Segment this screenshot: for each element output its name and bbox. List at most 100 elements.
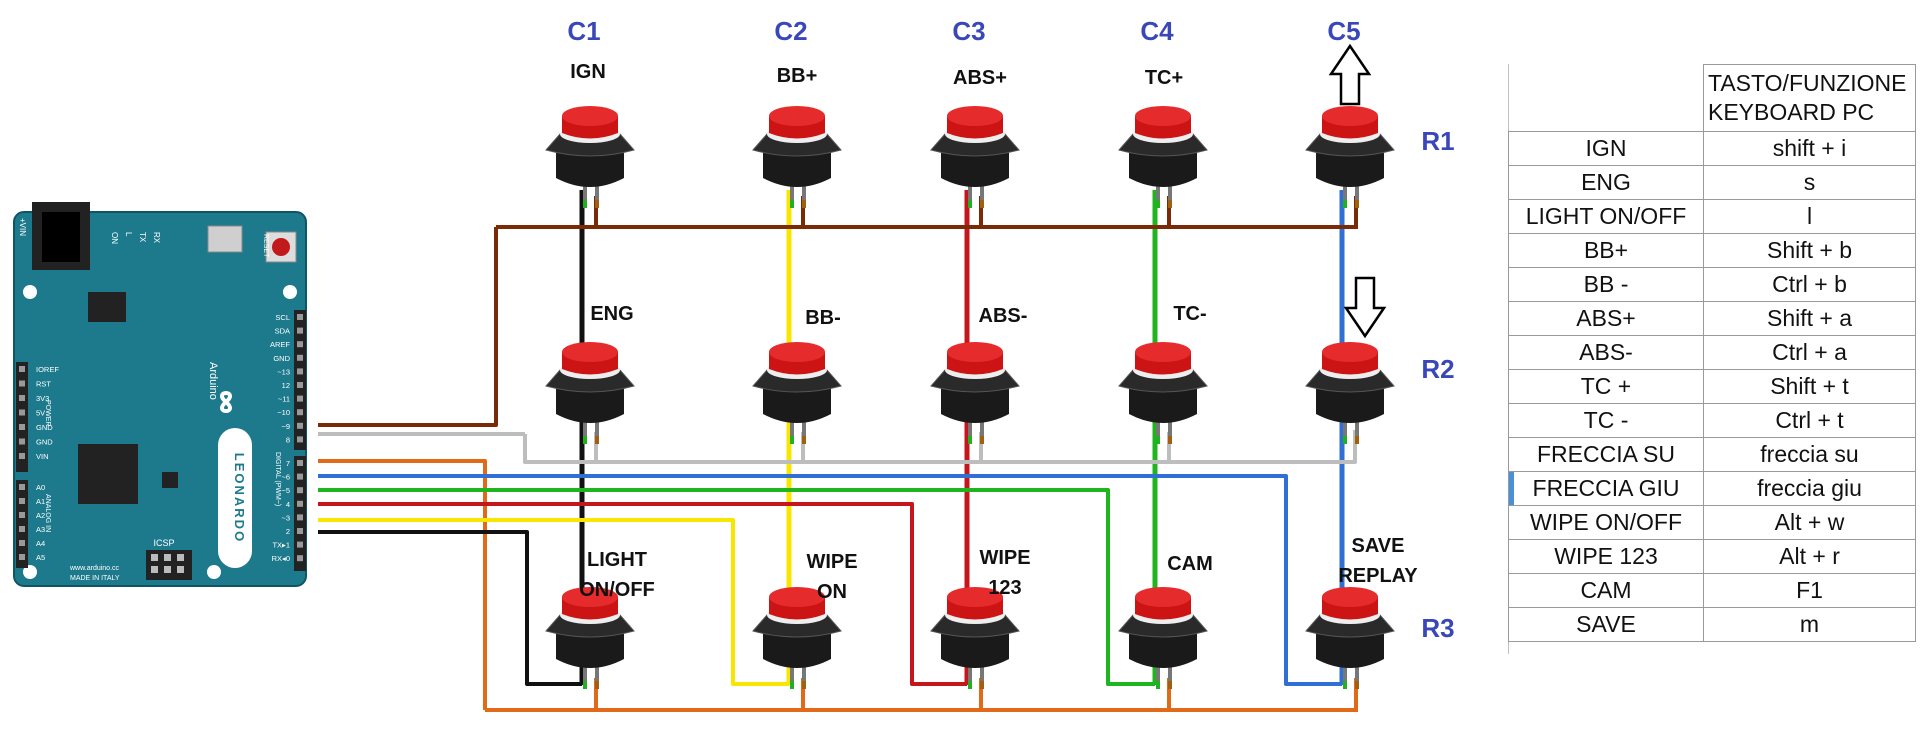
- led-label: ON: [110, 232, 119, 244]
- analog-label: ANALOG IN: [44, 494, 51, 532]
- column-lead-c3: [318, 502, 967, 686]
- button-leg-tip: [1156, 200, 1160, 208]
- button-leg: [802, 665, 806, 687]
- keyboard-shortcut-cell: s: [1703, 165, 1916, 200]
- button-leg: [980, 665, 984, 687]
- header-pin: [297, 368, 303, 375]
- function-name-cell: BB+: [1508, 233, 1704, 268]
- model-pill: [218, 428, 252, 568]
- button-label-abs-: ABS+: [953, 67, 1007, 89]
- header-pin: [19, 366, 25, 372]
- button-label-eng: ENG: [590, 303, 633, 325]
- button-label-cam: CAM: [1167, 553, 1213, 575]
- made-in-label: MADE IN ITALY: [70, 575, 120, 582]
- pin-label: ~9: [281, 422, 290, 431]
- button-leg-tip: [1355, 681, 1359, 689]
- function-name-cell: ABS-: [1508, 335, 1704, 370]
- header-pin: [297, 500, 303, 507]
- pin-label: A4: [36, 539, 45, 548]
- function-name-cell: LIGHT ON/OFF: [1508, 199, 1704, 234]
- button-label-line: WIPE: [806, 551, 857, 573]
- button-leg: [1343, 420, 1347, 442]
- pin-label: IOREF: [36, 365, 59, 374]
- button-leg: [1168, 420, 1172, 442]
- table-header-blank: [1508, 64, 1704, 132]
- keyboard-shortcut-cell: l: [1703, 199, 1916, 234]
- arduino-logo-icon: [219, 391, 233, 413]
- pin-label: ~13: [277, 367, 290, 376]
- button-label-line: WIPE: [979, 547, 1030, 569]
- keyboard-shortcut-cell: Shift + b: [1703, 233, 1916, 268]
- button-cap-top: [562, 587, 618, 607]
- reset-cap: [272, 238, 290, 256]
- function-name-cell: CAM: [1508, 573, 1704, 608]
- icsp-pin: [151, 554, 158, 561]
- row-wire-r1-lead: [318, 227, 498, 427]
- table-row: TC -Ctrl + t: [1508, 403, 1916, 438]
- header-pin: [297, 314, 303, 320]
- column-label-c3: C3: [952, 16, 985, 46]
- column-label-c2: C2: [774, 16, 807, 46]
- button-leg-tip: [802, 681, 806, 689]
- header-pin: [297, 473, 303, 480]
- button-leg: [968, 184, 972, 206]
- arduino-leonardo-board: SCLSDAAREFGND~1312~11~10~987~6~54~32TX▸1…: [13, 202, 307, 587]
- row-wire-r3-lead: [318, 459, 487, 710]
- button-label-line: REPLAY: [1338, 565, 1418, 587]
- push-button-r3-c5-save-replay: [1305, 587, 1395, 689]
- header-pin: [19, 540, 25, 546]
- push-button-r2-c4-tc-: [1118, 342, 1208, 444]
- column-label-c5: C5: [1327, 16, 1360, 46]
- button-leg-tip: [583, 436, 587, 444]
- button-cap-top: [1135, 106, 1191, 126]
- button-cap-top: [769, 587, 825, 607]
- power-label: POWER: [44, 400, 51, 426]
- push-button-r2-c5-blank: [1305, 342, 1395, 444]
- table-row: BB -Ctrl + b: [1508, 267, 1916, 302]
- pin-label: GND: [36, 423, 53, 432]
- icsp-pin: [164, 554, 171, 561]
- push-button-r2-c1-eng: [545, 342, 635, 444]
- button-body: [941, 386, 1009, 423]
- keyboard-shortcut-cell: shift + i: [1703, 131, 1916, 166]
- button-leg-tip: [595, 200, 599, 208]
- button-leg-tip: [1156, 436, 1160, 444]
- pin-label: ~11: [278, 395, 290, 404]
- button-cap-top: [1322, 342, 1378, 362]
- button-body: [556, 150, 624, 187]
- button-leg: [1168, 184, 1172, 206]
- button-label-line: BB+: [777, 65, 818, 87]
- mount-hole: [283, 285, 297, 299]
- header-pin: [297, 528, 303, 534]
- button-leg-tip: [1355, 200, 1359, 208]
- function-name-cell: WIPE ON/OFF: [1508, 505, 1704, 540]
- button-leg-tip: [1156, 681, 1160, 689]
- pin-label: VIN: [36, 452, 49, 461]
- pin-label: GND: [36, 438, 53, 447]
- button-body: [556, 631, 624, 668]
- icsp-pin: [151, 566, 158, 573]
- button-body: [1316, 386, 1384, 423]
- led-label: L: [124, 232, 133, 237]
- table-row: TC +Shift + t: [1508, 369, 1916, 404]
- led-label: TX: [138, 232, 147, 243]
- pin-label: A3: [36, 525, 45, 534]
- button-leg: [790, 420, 794, 442]
- button-label-abs-: ABS-: [979, 305, 1028, 327]
- wires: [318, 190, 1358, 712]
- button-label-line: IGN: [570, 61, 606, 83]
- button-body: [1129, 386, 1197, 423]
- button-leg: [595, 420, 599, 442]
- button-label-line: BB-: [805, 307, 841, 329]
- button-leg: [595, 184, 599, 206]
- board-brand-label: Arduino: [207, 362, 219, 400]
- header-pin: [19, 498, 25, 504]
- button-body: [763, 386, 831, 423]
- pin-label: 7: [286, 459, 290, 468]
- arrow-up-icon: [1328, 43, 1372, 106]
